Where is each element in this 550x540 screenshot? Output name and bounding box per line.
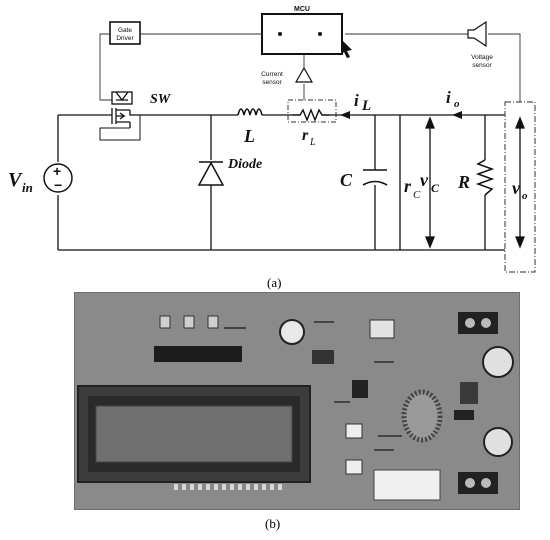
- terminal-block-top: [458, 312, 498, 334]
- svg-text:Voltage: Voltage: [471, 54, 493, 61]
- electrolytic-capacitor-2: [482, 346, 514, 378]
- svg-text:o: o: [454, 98, 460, 110]
- voltage-sensor-icon: [467, 20, 487, 48]
- vin-source-symbol: [43, 163, 73, 193]
- capacitor-symbol: [362, 169, 388, 186]
- electrolytic-capacitor-1: [279, 319, 305, 345]
- vc-arrow: [425, 116, 435, 249]
- vin-label: V: [8, 169, 23, 191]
- mosfet-switch-symbol: [98, 91, 141, 141]
- svg-text:sensor: sensor: [472, 62, 492, 69]
- svg-text:L: L: [361, 98, 371, 114]
- caption-b: (b): [265, 516, 281, 531]
- current-sensor-box: [287, 99, 337, 123]
- load-label: R: [457, 172, 470, 192]
- diode-label: Diode: [227, 157, 262, 172]
- sw-label: SW: [150, 92, 172, 107]
- buck-converter-schematic: + − Gate Driver MCU: [8, 6, 536, 273]
- io-label: i: [446, 88, 451, 107]
- il-arrow: [340, 111, 350, 119]
- mcu-cursor-icon: [341, 40, 352, 58]
- io-arrow: [452, 111, 462, 119]
- vo-label: v: [512, 178, 521, 198]
- load-resistor-symbol: [475, 159, 495, 196]
- wire-voltage-sensor-to-box: [488, 33, 521, 102]
- inductor-symbol: [237, 108, 263, 116]
- svg-text:Current: Current: [261, 71, 283, 78]
- svg-text:o: o: [522, 190, 528, 202]
- svg-text:sensor: sensor: [262, 79, 282, 86]
- svg-text:C: C: [431, 181, 440, 195]
- svg-text:in: in: [22, 180, 33, 195]
- rl-resistor-symbol: [292, 108, 330, 122]
- rc-label: r: [404, 176, 412, 196]
- vo-arrow: [515, 116, 525, 249]
- rl-label: r: [302, 127, 309, 144]
- pcb-board-illustration: [73, 291, 521, 511]
- vc-label: v: [420, 170, 429, 190]
- pcb-photo: [73, 291, 521, 511]
- svg-text:Gate: Gate: [118, 27, 132, 34]
- capacitor-label: C: [340, 170, 353, 190]
- mcu-box: [261, 13, 343, 55]
- toroid-inductor: [401, 389, 443, 443]
- diode-symbol: [197, 161, 225, 186]
- svg-text:MCU: MCU: [294, 6, 310, 13]
- svg-text:+: +: [53, 163, 61, 179]
- svg-text:−: −: [54, 177, 62, 193]
- electrolytic-capacitor-3: [483, 427, 513, 457]
- current-sensor-icon: [294, 66, 314, 83]
- terminal-block-bottom: [458, 472, 498, 494]
- caption-a: (a): [267, 275, 282, 290]
- wire-gate-driver-to-sw: [99, 33, 112, 101]
- inductor-label: L: [243, 126, 255, 146]
- gate-driver-box: [109, 21, 141, 45]
- svg-text:Driver: Driver: [116, 35, 134, 42]
- microcontroller-chip: [154, 346, 242, 362]
- svg-text:C: C: [413, 189, 421, 201]
- il-label: i: [354, 91, 359, 110]
- svg-text:L: L: [309, 137, 316, 148]
- current-sensor-module: [373, 469, 441, 501]
